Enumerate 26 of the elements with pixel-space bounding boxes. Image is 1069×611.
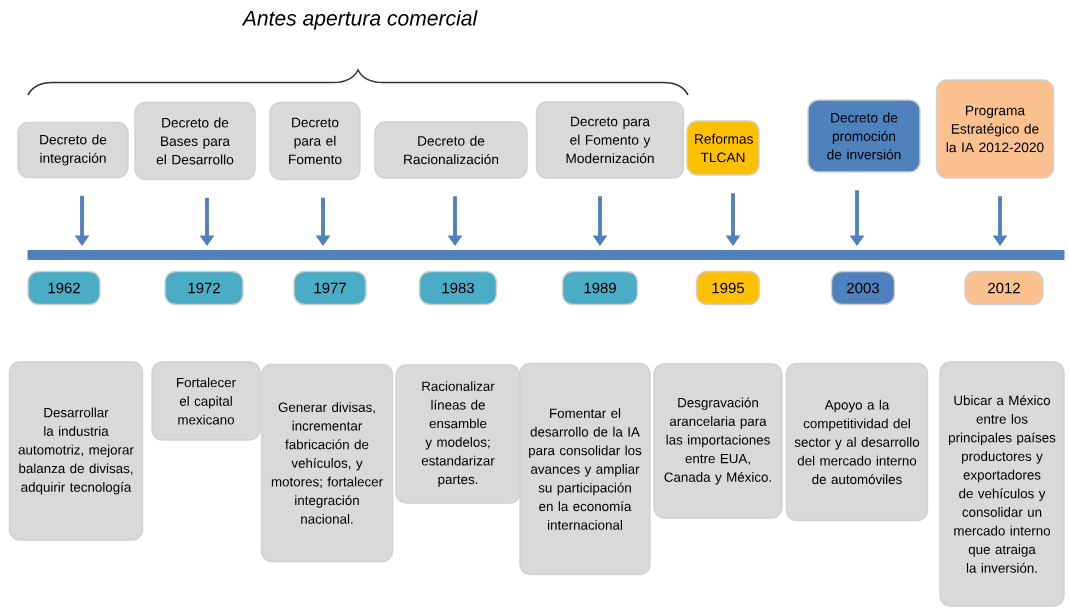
year-box: 1995 [695,270,761,306]
objective-box: Fomentar el desarrollo de la IA para consolidar los avances y ampliar su participación en la economía internacional [519,362,651,576]
year-box: 1989 [561,270,639,306]
year-box: 1962 [27,270,101,306]
decree-box: Decreto para el Fomento y Modernización [535,101,685,179]
decree-box: Decreto de promoción de inversión [807,99,921,173]
program-box: Programa Estratégico de la IA 2012-2020 [935,79,1055,179]
year-box: 1972 [164,270,244,306]
objective-box: Racionalizar líneas de ensamble y modelos; estandarizar partes. [395,364,521,504]
objective-box: Generar divisas, incrementar fabricación de vehículos, y motores; fortalecer integración nacional. [260,363,394,563]
year-box: 1977 [293,270,367,306]
objective-box: Desgravación arancelaria para las importaciones entre EUA, Canada y México. [653,363,783,519]
objective-box: Ubicar a México entre los principales países productores y exportadores de vehículos y consolidar un mercado interno que atraiga la inversión. [939,361,1065,607]
decree-box: Reformas TLCAN [686,120,760,176]
year-box: 2012 [964,270,1044,306]
brace-label: Antes apertura comercial [241,10,478,30]
objective-box: Fortalecer el capital mexicano [151,361,261,441]
decree-box: Decreto de integración [17,121,129,179]
objective-box: Desarrollar la industria automotriz, mejorar balanza de divisas, adquirir tecnología [8,361,144,541]
objective-box: Apoyo a la competitividad del sector y al desarrollo del mercado interno de automóviles [785,362,929,522]
decree-box: Decreto de Bases para el Desarrollo [134,101,256,181]
timeline-bar [27,250,1065,260]
decree-box: Decreto para el Fomento [269,101,361,181]
year-box: 2003 [830,270,896,306]
year-box: 1983 [418,270,498,306]
decree-box: Decreto de Racionalización [374,121,528,179]
